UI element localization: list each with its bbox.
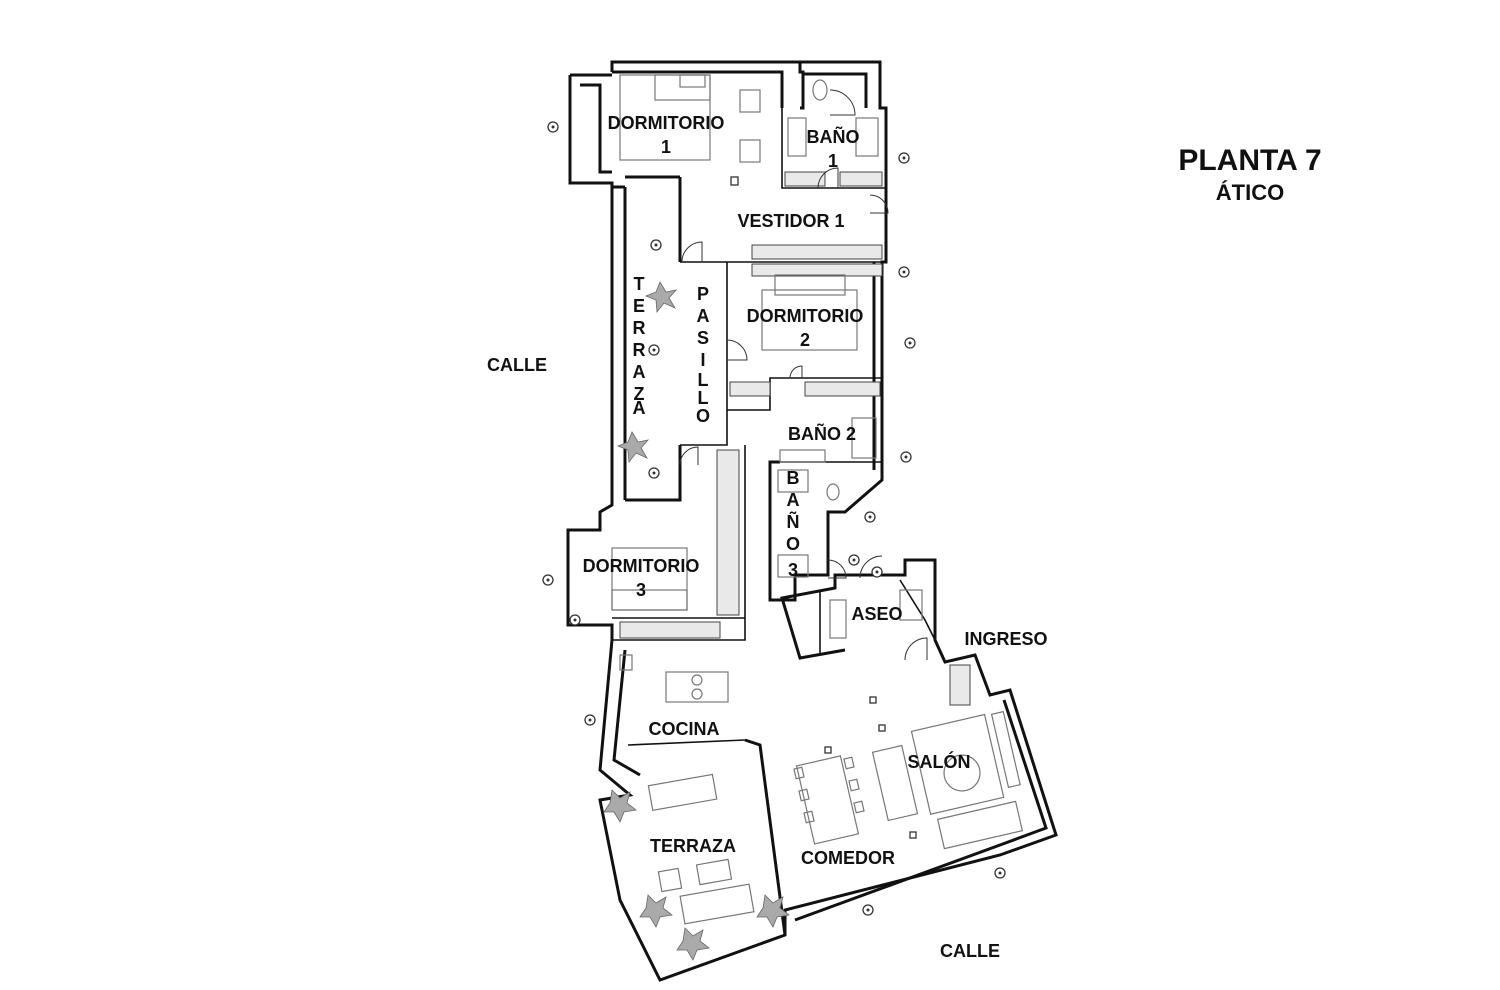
room-pasillo-letter: L	[698, 388, 709, 408]
room-bano-3-letter: B	[787, 468, 800, 488]
room-dormitorio-1-label: DORMITORIO	[608, 113, 725, 133]
room-terraza-label: TERRAZA	[650, 836, 736, 856]
room-comedor-label: COMEDOR	[801, 848, 895, 868]
outer-walls	[566, 60, 1058, 982]
room-terraza-letter: R	[633, 318, 646, 338]
room-dormitorio-3-label: DORMITORIO	[583, 556, 700, 576]
room-terraza-letter: A	[633, 398, 646, 418]
room-bano-3-letter: A	[787, 490, 800, 510]
room-dormitorio-2-label: DORMITORIO	[747, 306, 864, 326]
room-labels: DORMITORIO 1 BAÑO 1 VESTIDOR 1 T E R R A…	[583, 113, 1048, 868]
room-bano-3-letter: 3	[788, 560, 798, 580]
room-pasillo-letter: A	[697, 306, 710, 326]
room-aseo-label: ASEO	[851, 604, 902, 624]
room-terraza-letter: E	[633, 296, 645, 316]
room-terraza-letter: R	[633, 340, 646, 360]
room-bano-1-number: 1	[828, 151, 838, 171]
room-terraza-letter: T	[634, 274, 645, 294]
street-label-bottom: CALLE	[940, 941, 1000, 961]
room-salon-label: SALÓN	[908, 751, 971, 772]
plants	[603, 281, 790, 961]
pillars	[542, 121, 1006, 916]
plan-title: PLANTA 7	[1178, 144, 1321, 177]
room-dormitorio-3-number: 3	[636, 580, 646, 600]
room-pasillo-letter: I	[700, 350, 705, 370]
room-terraza-letter: Z	[634, 384, 645, 404]
closets	[619, 171, 971, 706]
room-bano-3-letter: Ñ	[787, 511, 800, 532]
room-dormitorio-2-number: 2	[800, 330, 810, 350]
furniture	[611, 74, 1024, 925]
room-pasillo-letter: O	[696, 406, 710, 426]
room-pasillo-letter: L	[698, 370, 709, 390]
room-dormitorio-1-number: 1	[661, 137, 671, 157]
doors	[679, 89, 928, 661]
room-pasillo-letter: S	[697, 328, 709, 348]
room-bano-3-letter: O	[786, 534, 800, 554]
room-pasillo-letter: P	[697, 284, 709, 304]
room-bano-1-label: BAÑO	[807, 126, 860, 147]
street-label-left: CALLE	[487, 355, 547, 375]
plan-subtitle: ÁTICO	[1216, 180, 1284, 205]
area-ingreso-label: INGRESO	[964, 629, 1047, 649]
room-vestidor-1-label: VESTIDOR 1	[737, 211, 844, 231]
room-cocina-label: COCINA	[649, 719, 720, 739]
room-bano-2-label: BAÑO 2	[788, 423, 856, 444]
room-terraza-letter: A	[633, 362, 646, 382]
